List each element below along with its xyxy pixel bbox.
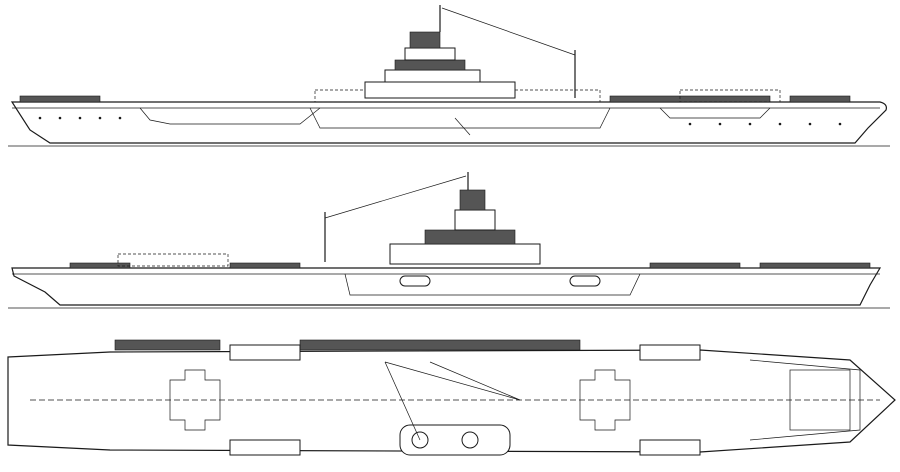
port-profile-view [8, 172, 890, 309]
flight-deck-plan-view [7, 339, 896, 456]
starboard-profile-view [8, 5, 890, 147]
portholes-top [38, 116, 842, 126]
